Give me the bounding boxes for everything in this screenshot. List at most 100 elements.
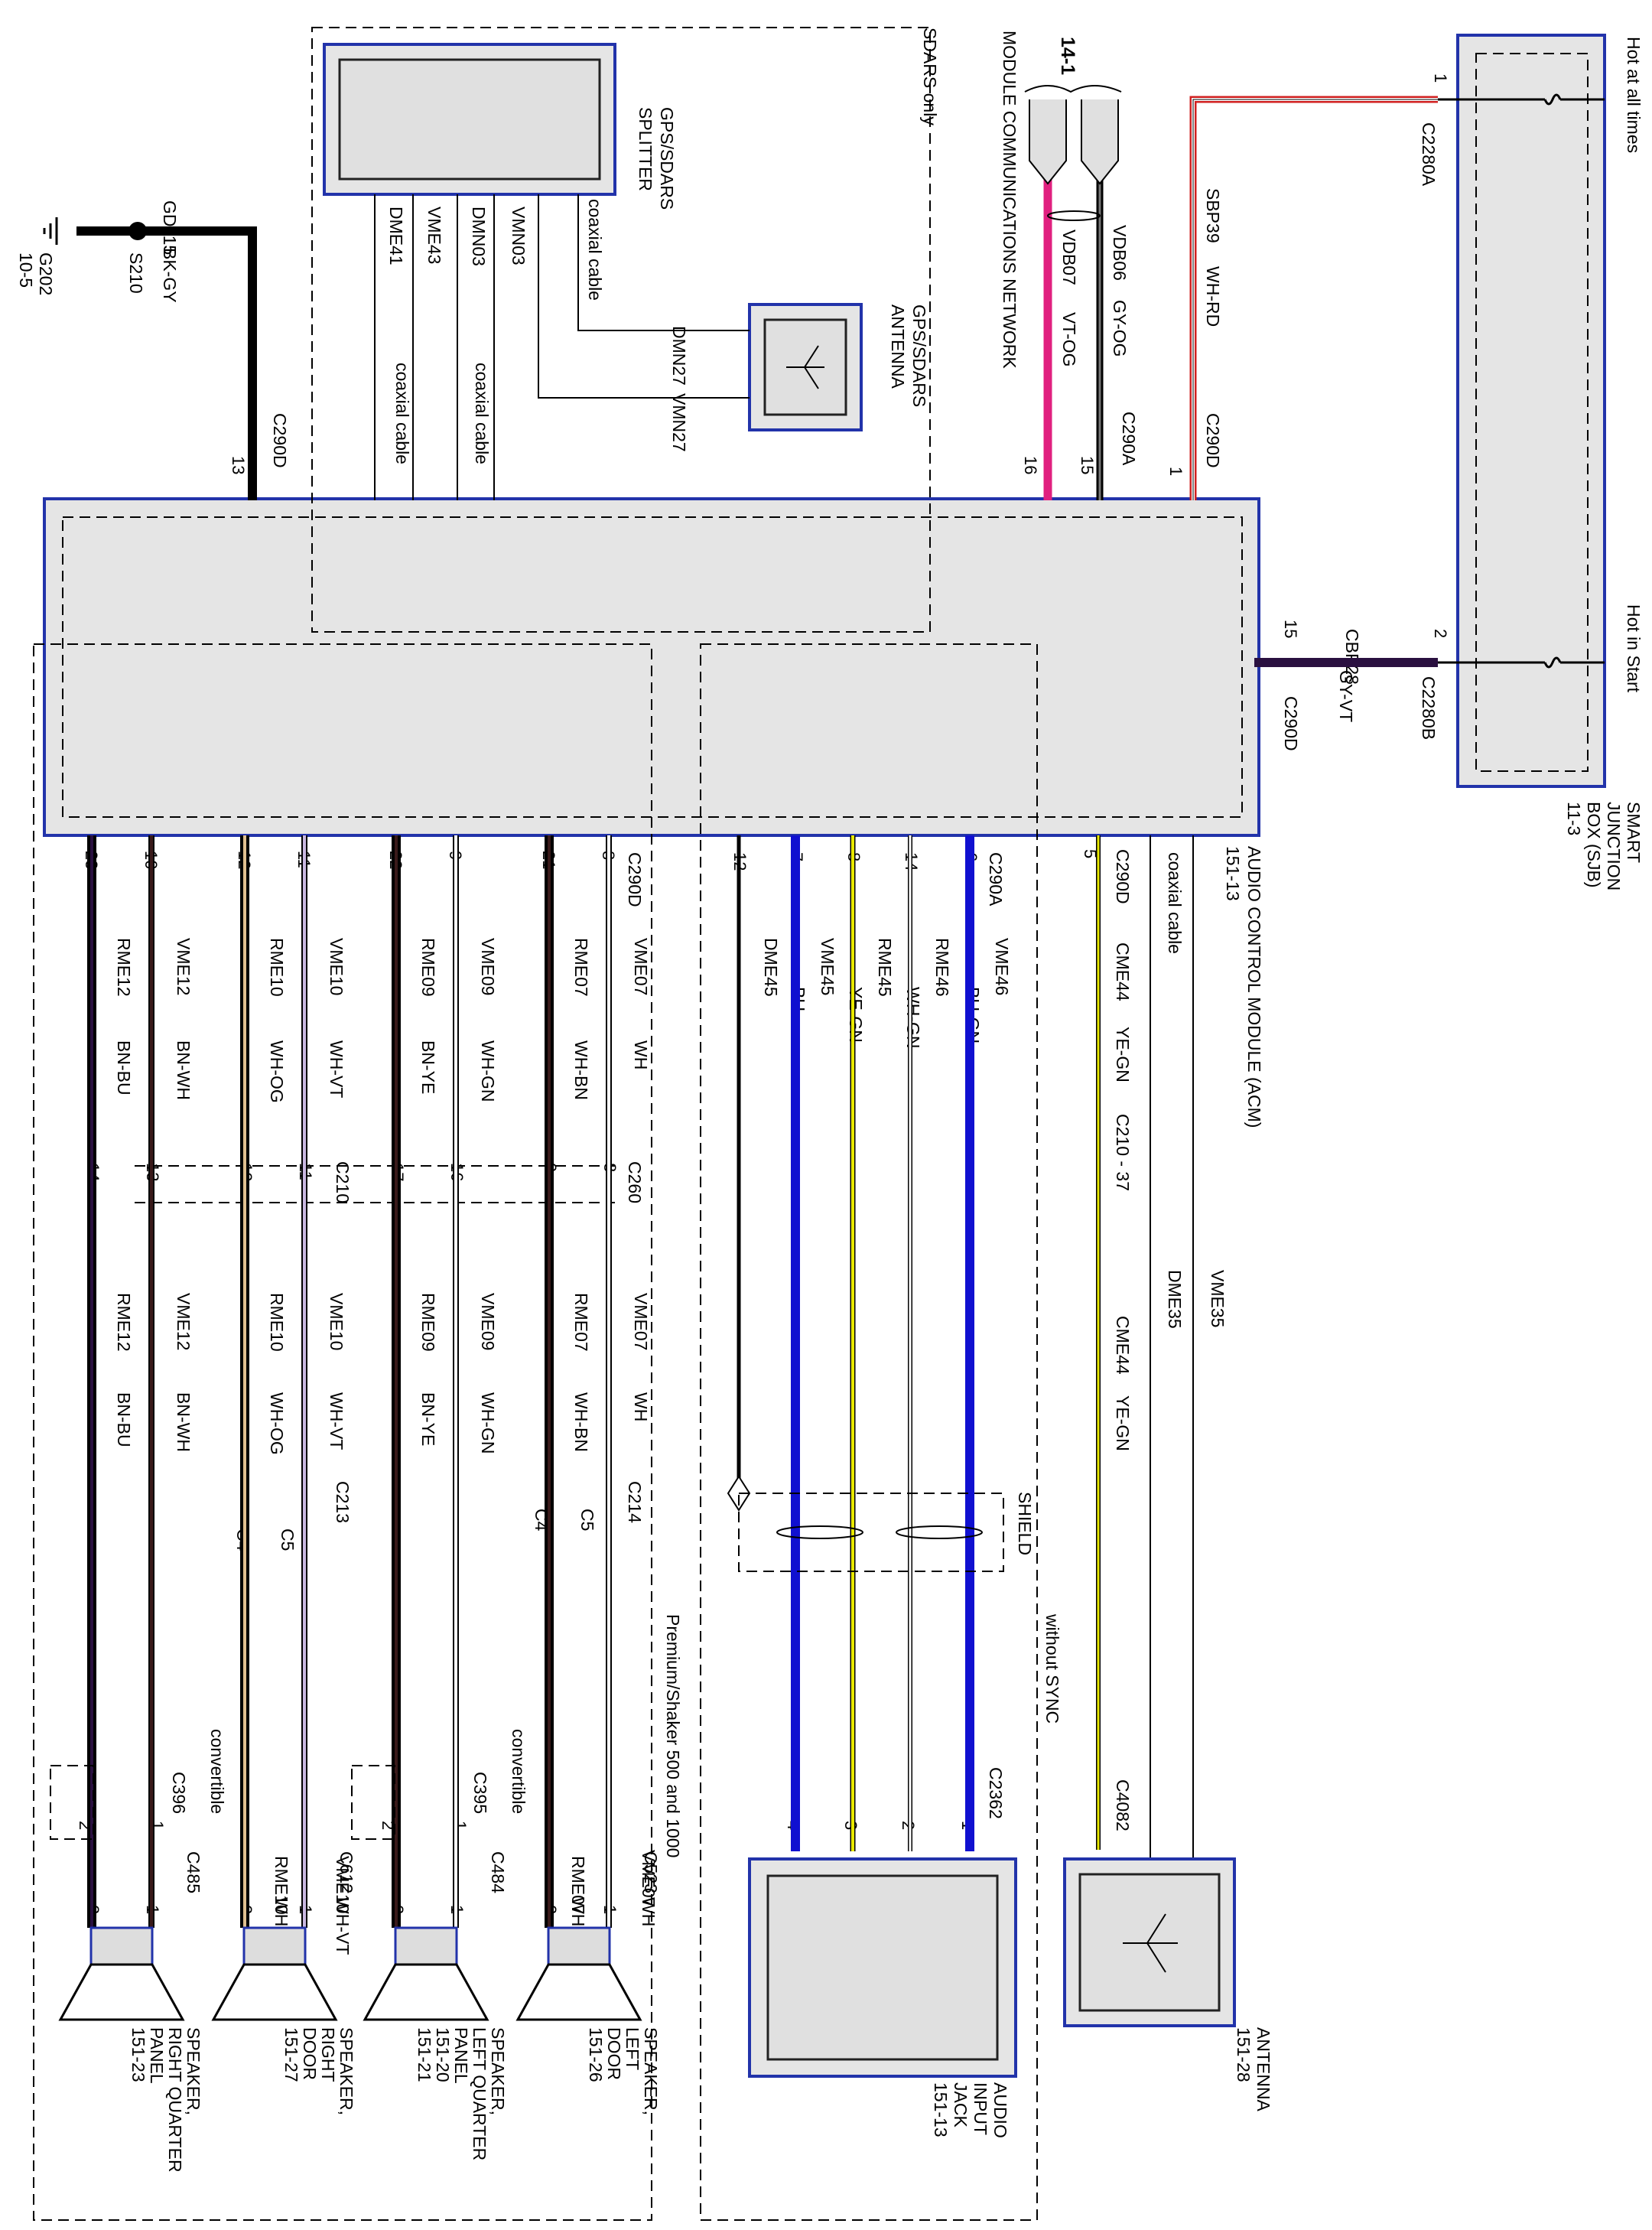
circuit-rme12-b: RME12 xyxy=(114,1293,134,1352)
sjb-label-line-1: JUNCTION xyxy=(1604,802,1624,890)
color-rme07-b: WH-BN xyxy=(571,1392,591,1452)
gps-antenna-label-line-1: ANTENNA xyxy=(888,304,908,389)
circuit-vme46: VME46 xyxy=(992,938,1012,995)
convertible-label-right: convertible xyxy=(207,1729,227,1814)
gps-sdars-antenna xyxy=(748,303,863,431)
speaker-label-1-line-0: SPEAKER, xyxy=(488,2027,508,2115)
color-bk-gy: BK-GY xyxy=(160,248,180,303)
without-sync-label: without SYNC xyxy=(1042,1613,1062,1724)
connector-c290d-ant: C290D xyxy=(1113,849,1133,904)
connector-c260: C260 xyxy=(625,1161,645,1203)
hot-in-start-label: Hot in Start xyxy=(1624,604,1644,693)
sjb-label-line-0: SMART xyxy=(1624,802,1644,863)
circuit-vme12-b: VME12 xyxy=(174,1293,193,1350)
connector-c2280b: C2280B xyxy=(1419,676,1439,740)
circuit-vme07-a: VME07 xyxy=(631,938,651,995)
sjb-label-line-2: BOX (SJB) xyxy=(1584,802,1604,887)
circuit-rme46: RME46 xyxy=(932,938,952,997)
color-vme12-a: BN-WH xyxy=(174,1040,193,1100)
circuit-dme45: DME45 xyxy=(761,938,781,997)
pin-c2280b-2: 2 xyxy=(1431,629,1450,638)
circuit-vme12-a: VME12 xyxy=(174,938,193,995)
connector-c2280a: C2280A xyxy=(1419,122,1439,187)
sdars-only-region xyxy=(311,27,931,633)
hot-at-all-times-label: Hot at all times xyxy=(1624,37,1644,153)
connector-c210: C210 xyxy=(333,1161,353,1203)
connector-c2362: C2362 xyxy=(986,1767,1006,1819)
connector-c290a-can: C290A xyxy=(1119,412,1139,466)
circuit-vme09-a: VME09 xyxy=(478,938,498,995)
speaker-cone-0 xyxy=(515,1963,642,2021)
top-wires xyxy=(43,85,1438,667)
network-label: MODULE COMMUNICATIONS NETWORK xyxy=(1000,31,1019,369)
coax-label-gps: coaxial cable xyxy=(472,363,492,464)
circuit-cme44-a: CME44 xyxy=(1113,942,1133,1001)
connector-c290a-stereo: C290A xyxy=(986,852,1006,907)
color-stereo-2: YE-GN xyxy=(846,987,866,1043)
speaker-label-0-line-1: LEFT xyxy=(623,2027,642,2070)
speaker-label-2-line-3: 151-27 xyxy=(281,2027,301,2082)
circuit-rme45: RME45 xyxy=(875,938,895,997)
connector-c290d-spkr: C290D xyxy=(625,852,645,907)
speaker-label-0-line-2: DOOR xyxy=(604,2027,624,2080)
connector-c396: C396 xyxy=(169,1772,189,1814)
connector-c213: C213 xyxy=(333,1481,353,1523)
connector-c5-left: C5 xyxy=(577,1509,597,1531)
speaker-label-0-line-3: 151-26 xyxy=(586,2027,606,2082)
color-vme07-a: WH xyxy=(631,1040,651,1069)
speaker-label-3-line-2: PANEL xyxy=(147,2027,167,2084)
network-ref: 14-1 xyxy=(1057,37,1078,75)
speaker-cone-2 xyxy=(211,1963,338,2021)
audio-jack-label-line-3: 151-13 xyxy=(931,2082,951,2137)
circuit-vme43: VME43 xyxy=(424,207,444,264)
color-vme10-a: WH-VT xyxy=(327,1040,346,1098)
circuit-rme09-a: RME09 xyxy=(418,938,438,997)
circuit-vme35: VME35 xyxy=(1208,1270,1228,1327)
speaker-label-3-line-0: SPEAKER, xyxy=(184,2027,203,2115)
circuit-rme10-a: RME10 xyxy=(267,938,287,997)
speaker-label-2-line-0: SPEAKER, xyxy=(337,2027,356,2115)
color-vme12-b: BN-WH xyxy=(174,1392,193,1452)
premium-speaker-region xyxy=(33,643,652,2221)
color-wh-rd: WH-RD xyxy=(1203,266,1223,327)
color-gy-vt: GY-VT xyxy=(1336,670,1356,722)
circuit-rme07-c: RME07 xyxy=(568,1856,588,1915)
pin-ms-can-minus-16: 16 xyxy=(1021,456,1040,474)
color-vt-og: VT-OG xyxy=(1059,312,1079,367)
audio-jack-label-line-1: INPUT xyxy=(971,2082,990,2135)
pin-c2280a-1: 1 xyxy=(1431,73,1450,83)
color-vme09-b: WH-GN xyxy=(478,1392,498,1454)
pin-ms-can-plus-15: 15 xyxy=(1078,456,1097,474)
acm-label-line-0: AUDIO CONTROL MODULE (ACM) xyxy=(1244,846,1264,1128)
connector-c290d-bplus: C290D xyxy=(1203,413,1223,468)
connector-c210-37: C210 - 37 xyxy=(1113,1114,1133,1191)
speaker-label-1-line-2: PANEL xyxy=(451,2027,471,2084)
color-rme12-a: BN-BU xyxy=(114,1040,134,1095)
color-stereo-1: WH-GN xyxy=(903,987,923,1048)
circuit-cme44-b: CME44 xyxy=(1113,1316,1133,1375)
speaker-label-3-line-1: RIGHT QUARTER xyxy=(165,2027,185,2173)
color-vme07-c: WH xyxy=(639,1897,659,1926)
circuit-rme07-a: RME07 xyxy=(571,938,591,997)
color-rme07-a: WH-BN xyxy=(571,1040,591,1100)
pin-bplus-1: 1 xyxy=(1166,467,1185,476)
speaker-label-2-line-1: RIGHT xyxy=(318,2027,338,2082)
connector-c484: C484 xyxy=(488,1851,508,1893)
audio-input-jack-region xyxy=(700,643,1038,2221)
connector-c290d-start: C290D xyxy=(1281,696,1301,751)
circuit-vdb06: VDB06 xyxy=(1110,225,1130,281)
circuit-dme35: DME35 xyxy=(1165,1270,1185,1329)
premium-shaker-label: Premium/Shaker 500 and 1000 xyxy=(663,1614,683,1857)
audio-jack-label-line-2: JACK xyxy=(951,2082,971,2127)
speaker-magnet-0 xyxy=(547,1926,611,1966)
speaker-label-1-line-3: 151-20 xyxy=(433,2027,453,2082)
circuit-cbp28: CBP28 xyxy=(1342,629,1362,685)
pin-ant-5: 5 xyxy=(1081,849,1100,858)
color-vme10-c: WH-VT xyxy=(333,1897,353,1955)
smart-junction-box xyxy=(1438,34,1606,788)
circuit-vmn03: VMN03 xyxy=(509,207,528,265)
connector-c214: C214 xyxy=(625,1481,645,1523)
color-rme12-b: BN-BU xyxy=(114,1392,134,1447)
circuit-sbp39: SBP39 xyxy=(1203,188,1223,243)
gps-antenna-label-line-0: GPS/SDARS xyxy=(909,304,929,407)
